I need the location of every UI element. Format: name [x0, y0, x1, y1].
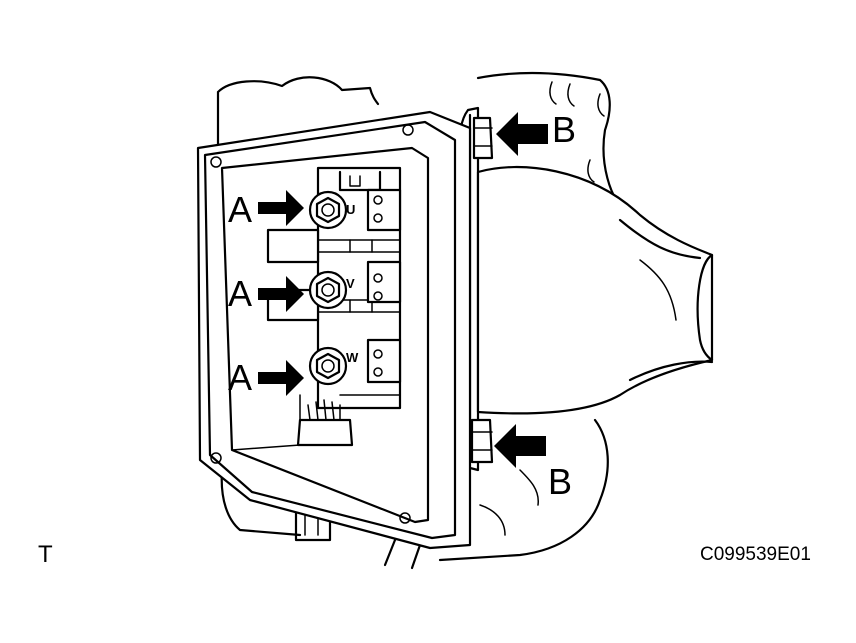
- arrow-icon: [496, 112, 548, 156]
- cable-conduit: [476, 165, 714, 415]
- bolt-icon: [308, 346, 348, 386]
- arrow-icon: [258, 360, 304, 396]
- label-a-upper: A: [228, 189, 252, 230]
- figure-code: C099539E01: [700, 544, 811, 565]
- bolt-icon: [472, 116, 494, 160]
- arrow-icon: [494, 424, 546, 468]
- bolt-icon: [308, 270, 348, 310]
- terminal-w-label: W: [346, 350, 359, 365]
- terminal-u-label: U: [346, 202, 355, 217]
- arrow-icon: [258, 276, 304, 312]
- arrow-icon: [258, 190, 304, 226]
- terminal-v-label: V: [346, 276, 355, 291]
- terminal-block: [266, 166, 402, 447]
- corner-mark: T: [38, 541, 53, 568]
- transaxle-housing: [216, 71, 632, 570]
- bolt-icon: [308, 190, 348, 230]
- label-a-lower: A: [228, 357, 252, 398]
- label-b-lower: B: [548, 461, 572, 502]
- bolt-icon: [470, 418, 494, 464]
- label-a-middle: A: [228, 273, 252, 314]
- label-b-upper: B: [552, 109, 576, 150]
